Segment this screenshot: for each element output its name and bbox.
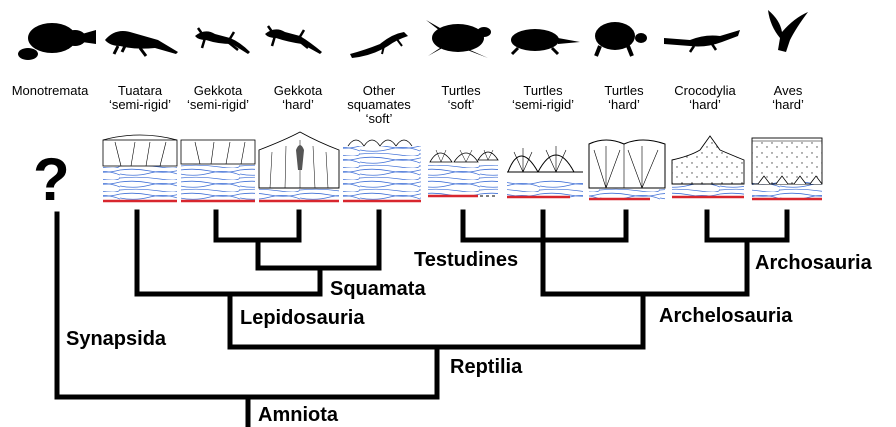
taxon-name: Tuatara (100, 84, 180, 98)
crocodile-icon (664, 30, 740, 52)
taxon-name: Turtles (421, 84, 501, 98)
eggshell-section-crocodylia (672, 136, 744, 198)
silhouettes (18, 10, 808, 60)
taxon-name: Turtles (503, 84, 583, 98)
clade-label-amniota: Amniota (258, 404, 338, 426)
eggshell-section-turtles-hard (589, 140, 665, 200)
taxon-label-monotremata: Monotremata (10, 84, 90, 98)
gecko-icon (195, 28, 250, 54)
clade-label-testudines: Testudines (414, 249, 518, 271)
taxon-name: Gekkota (258, 84, 338, 98)
taxon-label-turtles-hard: Turtles ‘hard’ (584, 84, 664, 112)
eggshell-sections (103, 132, 822, 202)
shell-type: ‘hard’ (258, 98, 338, 112)
shell-type: ‘semi-rigid’ (100, 98, 180, 112)
shell-type: ‘semi-rigid’ (503, 98, 583, 112)
branch-amniota (57, 397, 437, 427)
shell-type: ‘soft’ (421, 98, 501, 112)
taxon-name: Turtles (584, 84, 664, 98)
clade-label-archelosauria: Archelosauria (659, 305, 792, 327)
taxon-label-tuatara: Tuatara ‘semi-rigid’ (100, 84, 180, 112)
taxon-label-other-squamates: Other squamates ‘soft’ (344, 84, 414, 126)
bird-icon (768, 10, 808, 52)
clade-label-archosauria: Archosauria (755, 252, 872, 274)
clade-label-synapsida: Synapsida (66, 328, 166, 350)
taxon-label-aves: Aves ‘hard’ (748, 84, 828, 112)
eggshell-section-turtles-soft (428, 150, 498, 196)
shell-type: ‘semi-rigid’ (178, 98, 258, 112)
tuatara-icon (105, 31, 178, 56)
shell-type: ‘hard’ (748, 98, 828, 112)
taxon-label-gekkota-semirigid: Gekkota ‘semi-rigid’ (178, 84, 258, 112)
shell-type: ‘hard’ (665, 98, 745, 112)
taxon-label-turtles-soft: Turtles ‘soft’ (421, 84, 501, 112)
taxon-name: Gekkota (178, 84, 258, 98)
lizard-icon (350, 32, 408, 58)
clade-label-reptilia: Reptilia (450, 356, 522, 378)
eggshell-section-aves (752, 138, 822, 200)
tortoise-icon (595, 22, 647, 56)
eggshell-section-gekkota-semirigid (181, 140, 255, 202)
taxon-name: Aves (748, 84, 828, 98)
sea-turtle-icon (426, 20, 491, 58)
taxon-label-crocodylia: Crocodylia ‘hard’ (665, 84, 745, 112)
taxon-label-gekkota-hard: Gekkota ‘hard’ (258, 84, 338, 112)
gecko-icon (265, 26, 322, 54)
shell-type: ‘soft’ (344, 112, 414, 126)
platypus-icon (18, 23, 96, 60)
clade-label-lepidosauria: Lepidosauria (240, 307, 364, 329)
eggshell-section-turtles-semirigid (507, 146, 583, 198)
softshell-turtle-icon (511, 29, 580, 54)
taxon-name: Monotremata (10, 84, 90, 98)
taxon-name: Other squamates (344, 84, 414, 112)
unknown-marker: ? (33, 150, 70, 210)
eggshell-section-tuatara (103, 135, 177, 202)
shell-type: ‘hard’ (584, 98, 664, 112)
eggshell-section-gekkota-hard (259, 132, 339, 202)
taxon-label-turtles-semirigid: Turtles ‘semi-rigid’ (503, 84, 583, 112)
taxon-name: Crocodylia (665, 84, 745, 98)
branch-gekkota (216, 212, 299, 268)
clade-label-squamata: Squamata (330, 278, 426, 300)
branch-reptilia (230, 347, 643, 397)
eggshell-section-squamates-soft (343, 140, 421, 202)
